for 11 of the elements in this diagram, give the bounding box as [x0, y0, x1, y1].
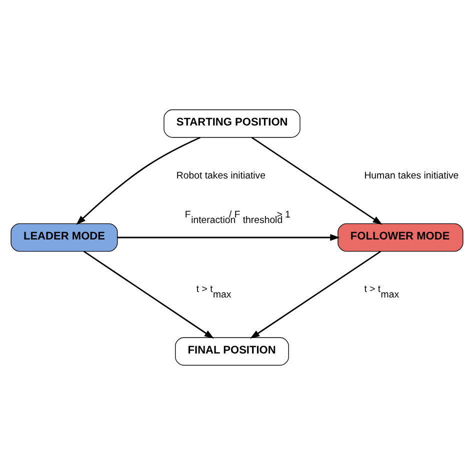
edge-label: Robot takes initiative [176, 170, 266, 182]
arrow [118, 234, 340, 240]
edge-label: Human takes initiative [364, 170, 459, 182]
arrow [250, 250, 382, 338]
arrow [83, 250, 214, 338]
node-box: LEADER MODE [10, 222, 118, 252]
arrow [76, 136, 201, 224]
node-box: FINAL POSITION [175, 336, 289, 366]
arrow [251, 136, 382, 224]
node-box: STARTING POSITION [164, 108, 300, 138]
node-box: FOLLOWER MODE [338, 222, 464, 252]
